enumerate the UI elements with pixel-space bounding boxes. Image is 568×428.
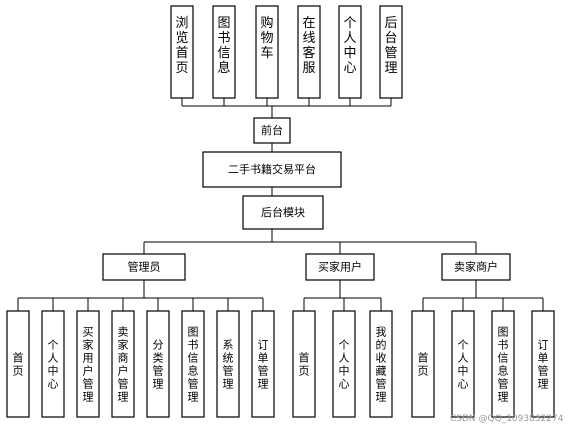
- front-node-box: [253, 117, 291, 144]
- leaf-1-2-box: [41, 310, 65, 418]
- top-module-5-label: 个人中心: [343, 16, 356, 76]
- leaf-3-1: 首页: [411, 310, 435, 418]
- leaf-1-1-label: 首页: [13, 350, 24, 377]
- top-module-6: 后台管理: [379, 5, 403, 99]
- leaf-1-6-box: [181, 310, 205, 418]
- leaf-1-8-box: [251, 310, 275, 418]
- leaf-3-1-label: 首页: [418, 350, 429, 377]
- leaf-1-3: 买家用户管理: [76, 310, 100, 418]
- top-module-4-label: 在线客服: [302, 16, 315, 76]
- leaf-1-4-label: 卖家商户管理: [118, 325, 129, 403]
- leaf-2-1-box: [292, 310, 316, 418]
- leaf-1-1-box: [6, 310, 30, 418]
- leaf-1-3-label: 买家用户管理: [83, 325, 94, 403]
- leaf-3-1-box: [411, 310, 435, 418]
- leaf-1-4-box: [111, 310, 135, 418]
- leaf-2-3: 我的收藏管理: [369, 310, 393, 418]
- leaf-1-8: 订单管理: [251, 310, 275, 418]
- top-module-2: 图书信息: [212, 5, 236, 99]
- leaf-1-7-label: 系统管理: [223, 338, 234, 390]
- platform-node-label: 二手书籍交易平台: [228, 162, 316, 176]
- leaf-2-2: 个人中心: [332, 310, 356, 418]
- leaf-1-1: 首页: [6, 310, 30, 418]
- leaf-1-2: 个人中心: [41, 310, 65, 418]
- watermark: CSDN @QQ_1093832274: [450, 414, 564, 424]
- top-module-4-box: [297, 5, 321, 99]
- leaf-2-3-box: [369, 310, 393, 418]
- platform-node-box: [202, 151, 342, 188]
- front-node-label: 前台: [261, 123, 283, 137]
- leaf-3-3-box: [491, 310, 515, 418]
- top-module-1: 浏览首页: [170, 5, 194, 99]
- leaf-2-3-label: 我的收藏管理: [376, 325, 387, 403]
- platform-node: 二手书籍交易平台: [202, 151, 342, 188]
- top-module-6-label: 后台管理: [384, 16, 397, 76]
- leaf-1-4: 卖家商户管理: [111, 310, 135, 418]
- role-2-box: [305, 253, 375, 281]
- top-module-5-box: [338, 5, 362, 99]
- leaf-3-2: 个人中心: [451, 310, 475, 418]
- top-module-6-box: [379, 5, 403, 99]
- leaf-1-6-label: 图书信息管理: [188, 325, 199, 403]
- top-module-3-box: [255, 5, 279, 99]
- role-2: 买家用户: [305, 253, 375, 281]
- backend-node-label: 后台模块: [261, 205, 305, 219]
- leaf-3-2-label: 个人中心: [458, 338, 469, 390]
- leaf-3-3: 图书信息管理: [491, 310, 515, 418]
- top-module-5: 个人中心: [338, 5, 362, 99]
- leaf-3-4: 订单管理: [531, 310, 555, 418]
- top-module-3-label: 购物车: [260, 15, 273, 61]
- role-1-label: 管理员: [128, 260, 161, 274]
- leaf-2-1: 首页: [292, 310, 316, 418]
- backend-node: 后台模块: [242, 195, 324, 230]
- leaf-1-3-box: [76, 310, 100, 418]
- leaf-1-7: 系统管理: [216, 310, 240, 418]
- leaf-1-5-label: 分类管理: [153, 338, 164, 390]
- role-1: 管理员: [102, 253, 186, 281]
- leaf-1-8-label: 订单管理: [258, 338, 269, 390]
- leaf-1-6: 图书信息管理: [181, 310, 205, 418]
- leaf-2-2-box: [332, 310, 356, 418]
- top-module-1-box: [170, 5, 194, 99]
- role-3-label: 卖家商户: [454, 260, 498, 274]
- leaf-1-2-label: 个人中心: [48, 338, 59, 390]
- leaf-2-1-label: 首页: [299, 350, 310, 377]
- front-node: 前台: [253, 117, 291, 144]
- leaf-1-7-box: [216, 310, 240, 418]
- role-1-box: [102, 253, 186, 281]
- leaf-1-5: 分类管理: [146, 310, 170, 418]
- top-module-2-label: 图书信息: [217, 16, 230, 76]
- role-2-label: 买家用户: [318, 260, 362, 274]
- role-3: 卖家商户: [441, 253, 511, 281]
- top-module-1-label: 浏览首页: [175, 15, 188, 76]
- diagram-nodes: 浏览首页图书信息购物车在线客服个人中心后台管理前台二手书籍交易平台后台模块管理员…: [6, 5, 555, 418]
- top-module-4: 在线客服: [297, 5, 321, 99]
- top-module-3: 购物车: [255, 5, 279, 99]
- leaf-3-4-box: [531, 310, 555, 418]
- top-module-2-box: [212, 5, 236, 99]
- leaf-3-4-label: 订单管理: [538, 338, 549, 390]
- leaf-1-5-box: [146, 310, 170, 418]
- leaf-3-3-label: 图书信息管理: [498, 325, 509, 403]
- leaf-2-2-label: 个人中心: [339, 338, 350, 390]
- leaf-3-2-box: [451, 310, 475, 418]
- backend-node-box: [242, 195, 324, 230]
- role-3-box: [441, 253, 511, 281]
- connector-lines: [17, 98, 544, 311]
